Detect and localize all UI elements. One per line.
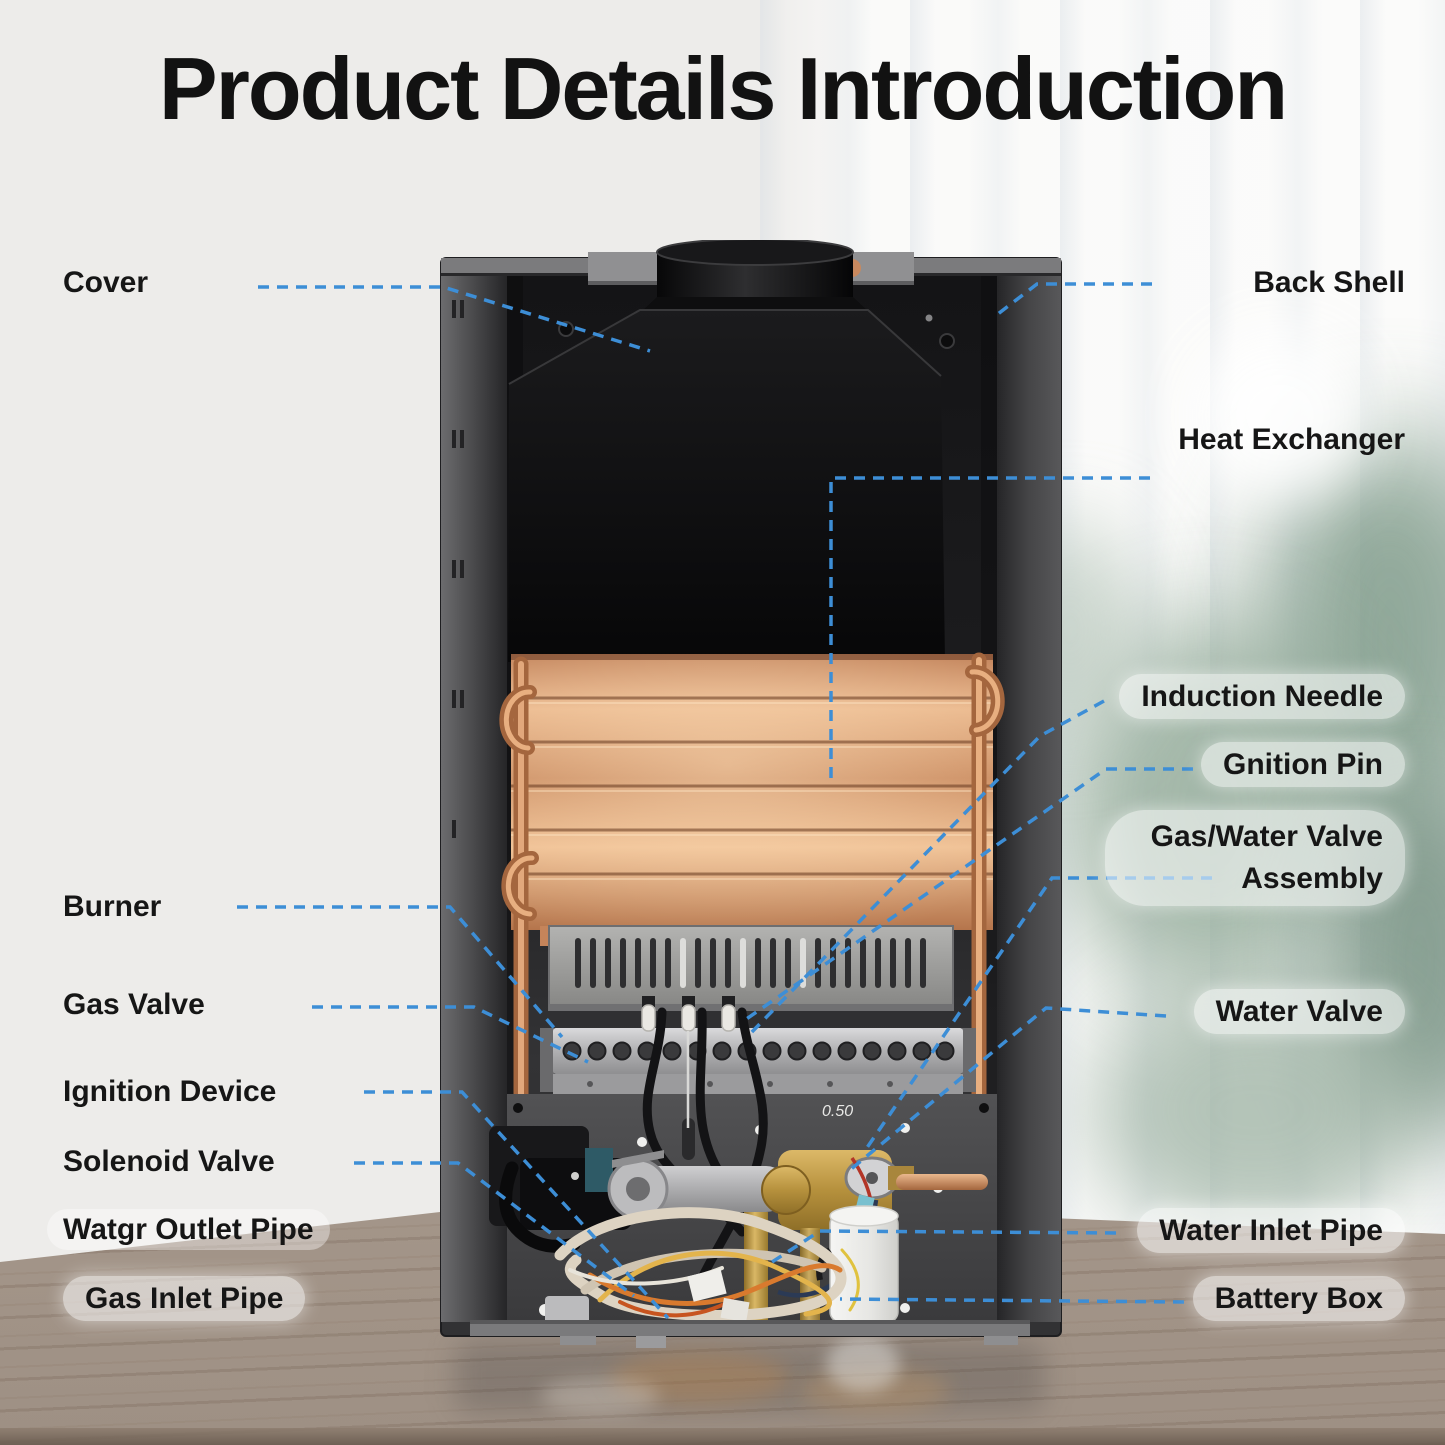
label-water-outlet-pipe: Watgr Outlet Pipe: [47, 1209, 330, 1250]
label-battery-box: Battery Box: [1192, 1276, 1405, 1321]
label-burner: Burner: [63, 890, 162, 923]
water-heater-photo: 0.50: [440, 240, 1062, 1348]
label-heat-exchanger: Heat Exchanger: [1178, 423, 1405, 456]
label-gas-water-valve-assembly: Gas/Water Valve Assembly: [1105, 810, 1405, 906]
light-bokeh: [1190, 330, 1370, 500]
heater-reflection: [455, 1340, 1045, 1412]
page-title: Product Details Introduction: [158, 39, 1288, 138]
battery-reflection: [826, 1336, 900, 1392]
exhaust-pipe: [588, 240, 914, 314]
wire-reflection: [800, 1368, 950, 1412]
label-induction-needle: Induction Needle: [1119, 674, 1405, 719]
label-ignition-pin: Gnition Pin: [1201, 742, 1405, 787]
table-front-edge: [0, 1428, 1445, 1445]
label-solenoid-valve: Solenoid Valve: [63, 1145, 275, 1178]
label-gas-inlet-pipe: Gas Inlet Pipe: [63, 1276, 306, 1321]
wire-reflection: [540, 1378, 660, 1414]
ignition-electrodes: [641, 996, 736, 1128]
label-gas-valve: Gas Valve: [63, 988, 205, 1021]
wire-reflection: [610, 1352, 790, 1404]
label-cover: Cover: [63, 266, 149, 299]
handwritten-marking: 0.50: [822, 1103, 853, 1120]
cover-part: [508, 309, 955, 662]
label-ignition-device: Ignition Device: [63, 1075, 277, 1108]
label-water-valve: Water Valve: [1193, 989, 1405, 1034]
burner-part: [548, 925, 954, 1011]
label-water-inlet-pipe: Water Inlet Pipe: [1137, 1208, 1405, 1253]
label-back-shell: Back Shell: [1253, 266, 1405, 299]
